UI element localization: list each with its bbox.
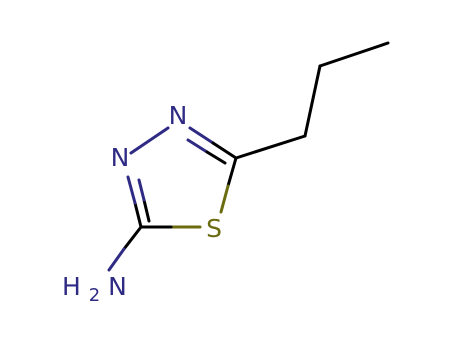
bond-c2-n3-inner-n: [137, 178, 146, 202]
atom-n4: N: [169, 101, 188, 130]
atom-labels: N N S H 2 N: [62, 101, 222, 309]
bond-c2-n3-outer-c: [133, 201, 143, 229]
amine-label: H 2 N: [62, 272, 127, 309]
atom-n3: N: [111, 143, 130, 172]
bond-n3-n4: [129, 126, 170, 155]
bond-c6-c7: [303, 64, 322, 138]
bond-c2-n3-inner-c: [142, 198, 151, 223]
bond-n4-c5-outer-n: [188, 126, 215, 145]
amine-h: H: [62, 272, 81, 301]
propyl-chain: [234, 41, 390, 160]
bond-c5-s1-s: [219, 184, 230, 214]
bond-c2-n3-outer-n: [126, 175, 137, 205]
atom-s1: S: [206, 214, 222, 243]
bond-n4-c5-outer-c: [211, 141, 238, 160]
bond-c7-c8: [318, 41, 390, 68]
bond-n4-c5-inner-n: [186, 138, 209, 154]
bond-c5-s1-c: [226, 156, 238, 188]
bond-n4-c5-inner-c: [205, 150, 227, 165]
amine-subscript: 2: [89, 285, 100, 306]
bond-c5-c6: [234, 134, 307, 160]
bond-c2-nh2-n: [107, 247, 126, 272]
amine-n: N: [108, 272, 127, 301]
bond-c2-nh2-c: [122, 225, 143, 251]
thiadiazole-ring: [107, 126, 238, 272]
